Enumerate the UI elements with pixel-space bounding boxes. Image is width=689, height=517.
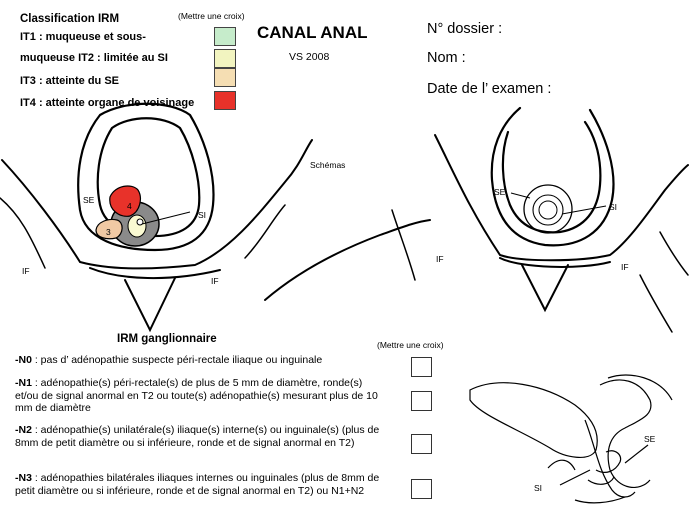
checkbox-n2[interactable] xyxy=(411,434,432,454)
classification-title: Classification IRM xyxy=(20,13,120,25)
classification-item-it4: IT4 : atteinte organe de voisinage xyxy=(20,97,195,109)
classification-item-it3: IT3 : atteinte du SE xyxy=(20,75,120,87)
left-if-label-2: IF xyxy=(211,276,219,286)
right-se-label: SE xyxy=(494,187,506,197)
classification-item-it2: muqueuse IT2 : limitée au SI xyxy=(20,52,168,64)
swatch-it3[interactable] xyxy=(214,68,236,87)
left-if-label-1: IF xyxy=(22,266,30,276)
node-n0-text: : pas d’ adénopathie suspecte péri-recta… xyxy=(31,354,323,366)
classification-item-it1: IT1 : muqueuse et sous- xyxy=(20,31,146,43)
node-item-n2: -N2 : adénopathie(s) unilatérale(s) ilia… xyxy=(15,424,387,449)
checkbox-n0[interactable] xyxy=(411,357,432,377)
sagittal-schema xyxy=(469,374,673,504)
node-n2-code: -N2 xyxy=(15,424,32,436)
left-se-label: SE xyxy=(83,195,95,205)
classification-mark-hint: (Mettre une croix) xyxy=(178,11,245,21)
dossier-field[interactable]: N° dossier : xyxy=(427,21,503,37)
nom-field[interactable]: Nom : xyxy=(427,50,466,66)
node-item-n3: -N3 : adénopathies bilatérales iliaques … xyxy=(15,472,387,497)
page-title: CANAL ANAL xyxy=(257,23,368,42)
node-n0-code: -N0 xyxy=(15,354,32,366)
schemas-label: Schémas xyxy=(310,160,346,170)
nodes-title: IRM ganglionnaire xyxy=(117,333,217,345)
tumor-it4 xyxy=(109,185,141,217)
right-si-label: SI xyxy=(609,202,618,212)
right-if-label-1: IF xyxy=(436,254,444,264)
tumor-3-label: 3 xyxy=(106,227,111,237)
node-n1-code: -N1 xyxy=(15,377,32,389)
sagittal-se-label: SE xyxy=(644,434,656,444)
left-axial-schema xyxy=(0,102,313,333)
checkbox-n1[interactable] xyxy=(411,391,432,411)
version-label: VS 2008 xyxy=(289,51,330,63)
node-n3-text: : adénopathies bilatérales iliaques inte… xyxy=(15,472,380,497)
node-item-n0: -N0 : pas d’ adénopathie suspecte péri-r… xyxy=(15,354,385,367)
tumor-4-label: 4 xyxy=(127,201,132,211)
swatch-it1[interactable] xyxy=(214,27,236,46)
node-n3-code: -N3 xyxy=(15,472,32,484)
swatch-it4[interactable] xyxy=(214,91,236,110)
swatch-it2[interactable] xyxy=(214,49,236,68)
node-item-n1: -N1 : adénopathie(s) péri-rectale(s) de … xyxy=(15,377,387,415)
checkbox-n3[interactable] xyxy=(411,479,432,499)
sagittal-si-label: SI xyxy=(534,483,543,493)
right-axial-schema xyxy=(391,106,689,313)
tumor-it3 xyxy=(95,218,123,240)
nodes-mark-hint: (Mettre une croix) xyxy=(377,340,444,350)
right-if-label-2: IF xyxy=(621,262,629,272)
date-field[interactable]: Date de l’ examen : xyxy=(427,81,552,97)
anal-lumen xyxy=(127,214,147,238)
node-n1-text: : adénopathie(s) péri-rectale(s) de plus… xyxy=(15,377,378,414)
node-n2-text: : adénopathie(s) unilatérale(s) iliaque(… xyxy=(15,424,380,449)
left-si-label: SI xyxy=(198,210,207,220)
